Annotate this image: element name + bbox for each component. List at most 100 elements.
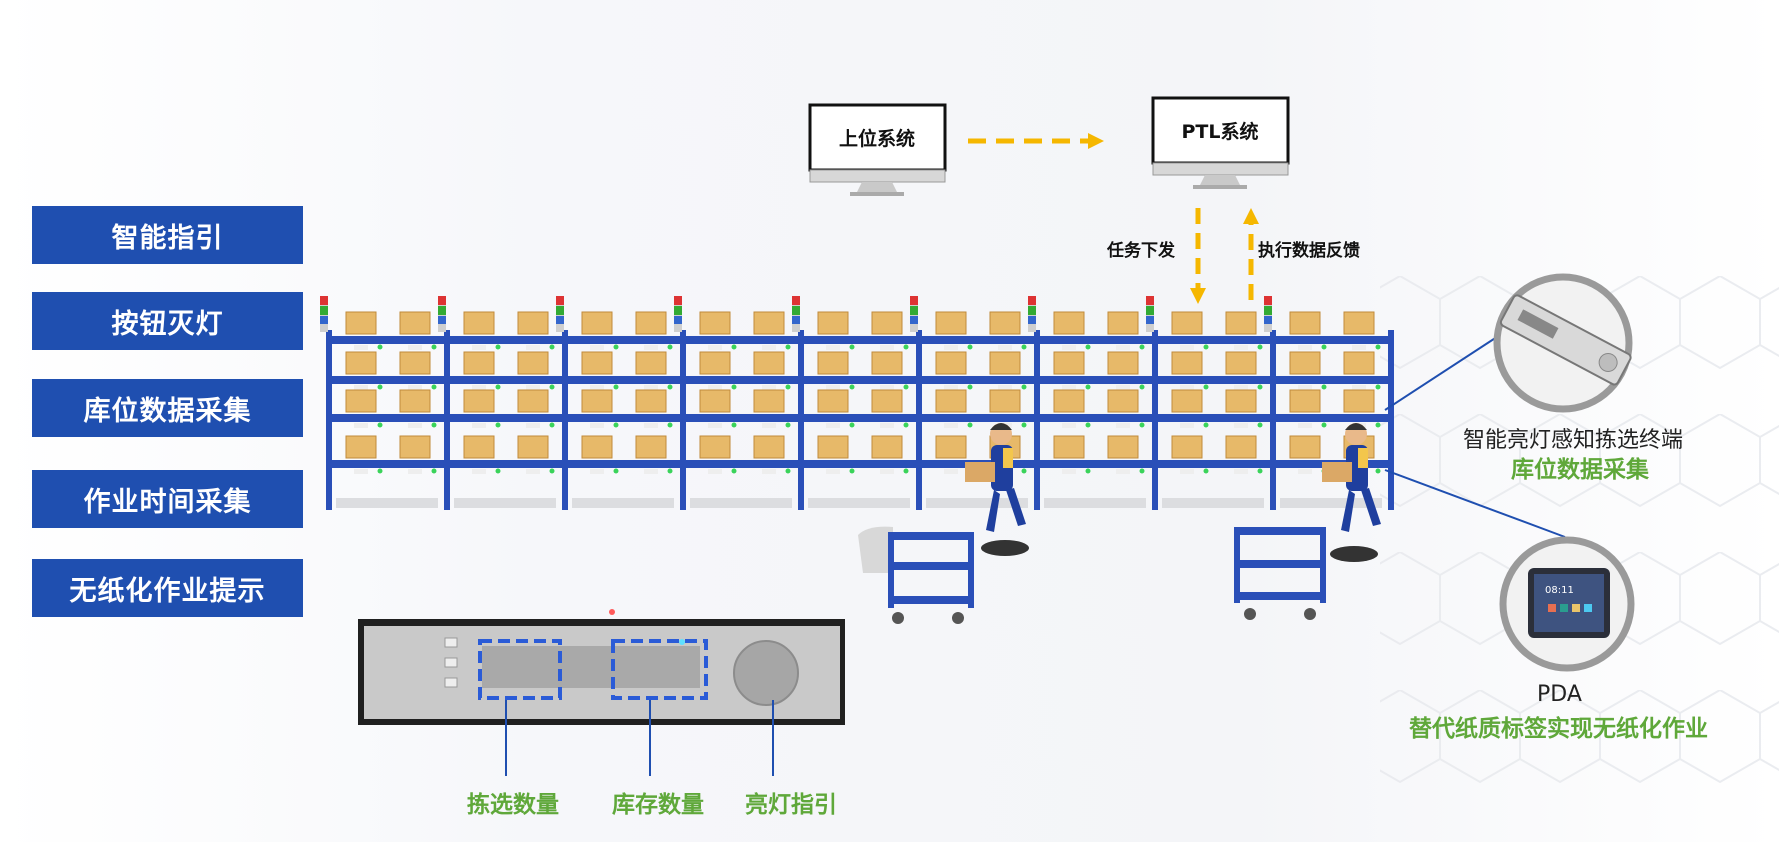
shelf-board	[798, 460, 916, 468]
tower-light-red	[1264, 296, 1272, 305]
ptl-tag	[826, 469, 840, 474]
ptl-led	[903, 344, 909, 350]
ptl-tag	[644, 345, 658, 350]
tower-light-red	[792, 296, 800, 305]
ptl-led	[1139, 422, 1145, 428]
terminal-subtitle: 库位数据采集	[1511, 457, 1649, 483]
ptl-tag	[526, 469, 540, 474]
box	[935, 311, 967, 335]
box	[817, 311, 849, 335]
ptl-tag	[1180, 423, 1194, 428]
shelf-board	[326, 336, 444, 344]
ptl-led	[1257, 384, 1263, 390]
ptl-tag	[826, 345, 840, 350]
tower-light-blue	[792, 316, 800, 324]
worker-2	[1322, 423, 1381, 562]
ptl-tag	[1116, 385, 1130, 390]
ptl-led	[613, 468, 619, 474]
ptl-led	[1321, 384, 1327, 390]
ptl-led	[495, 422, 501, 428]
tower-light-red	[556, 296, 564, 305]
ptl-tag	[1298, 385, 1312, 390]
ptl-tag	[762, 423, 776, 428]
shelf-board	[916, 376, 1034, 384]
ptl-led	[1139, 384, 1145, 390]
cart-1	[858, 526, 974, 624]
box	[463, 311, 495, 335]
tower-light-blue	[320, 316, 328, 324]
ptl-tag	[644, 385, 658, 390]
ptl-tag	[590, 345, 604, 350]
ptl-tag	[1062, 345, 1076, 350]
box	[817, 351, 849, 375]
ptl-led	[1085, 384, 1091, 390]
shelf-board	[1152, 414, 1270, 422]
shelf-board	[680, 414, 798, 422]
tower-light-green	[1264, 306, 1272, 315]
feature-paperless: 无纸化作业提示	[32, 559, 303, 617]
ptl-tag	[944, 469, 958, 474]
ptl-led	[1203, 422, 1209, 428]
ptl-led	[1085, 468, 1091, 474]
ptl-led	[731, 468, 737, 474]
box	[581, 351, 613, 375]
ptl-tag	[1298, 469, 1312, 474]
pda-subtitle: 替代纸质标签实现无纸化作业	[1409, 716, 1708, 742]
ptl-tag	[1180, 385, 1194, 390]
box	[517, 311, 549, 335]
ptl-led	[495, 384, 501, 390]
label-stock-qty: 库存数量	[612, 792, 704, 818]
task-dispatch-label: 任务下发	[1107, 241, 1175, 261]
ptl-led	[967, 344, 973, 350]
ptl-led	[1139, 344, 1145, 350]
ptl-led	[549, 384, 555, 390]
shelf-board	[444, 376, 562, 384]
tower-light-green	[438, 306, 446, 315]
box	[635, 435, 667, 459]
cart-2	[1234, 527, 1326, 620]
ptl-led	[1085, 422, 1091, 428]
ptl-tag	[998, 385, 1012, 390]
floor-shadow	[808, 498, 910, 508]
box	[989, 311, 1021, 335]
ptl-tag	[354, 469, 368, 474]
ptl-led	[431, 344, 437, 350]
box	[581, 435, 613, 459]
floor-shadow	[336, 498, 438, 508]
shelf-board	[1270, 376, 1388, 384]
box	[517, 351, 549, 375]
ptl-tag	[944, 385, 958, 390]
ptl-led	[967, 384, 973, 390]
shelf-board	[1152, 336, 1270, 344]
ptl-tag	[762, 385, 776, 390]
box	[1289, 435, 1321, 459]
shelf-board	[1034, 460, 1152, 468]
shelf-board	[916, 414, 1034, 422]
box	[1289, 351, 1321, 375]
tower-light-blue	[1146, 316, 1154, 324]
box	[1107, 389, 1139, 413]
pda-screen-time: 08:11	[1545, 585, 1574, 596]
label-light-guide: 亮灯指引	[745, 792, 837, 818]
ptl-tag	[826, 385, 840, 390]
ptl-led	[785, 384, 791, 390]
floor-shadow	[690, 498, 792, 508]
box	[345, 311, 377, 335]
feature-time-collection: 作业时间采集	[32, 470, 303, 528]
box	[753, 389, 785, 413]
box	[581, 311, 613, 335]
box	[699, 351, 731, 375]
ptl-led	[1321, 422, 1327, 428]
box	[635, 351, 667, 375]
box	[1225, 389, 1257, 413]
ptl-tag	[1062, 469, 1076, 474]
ptl-tag	[1234, 345, 1248, 350]
ptl-led	[967, 422, 973, 428]
box	[399, 435, 431, 459]
box	[1053, 389, 1085, 413]
ptl-led	[431, 422, 437, 428]
ptl-tag	[826, 423, 840, 428]
tower-light-green	[674, 306, 682, 315]
ptl-led	[1257, 344, 1263, 350]
ptl-led	[1257, 468, 1263, 474]
